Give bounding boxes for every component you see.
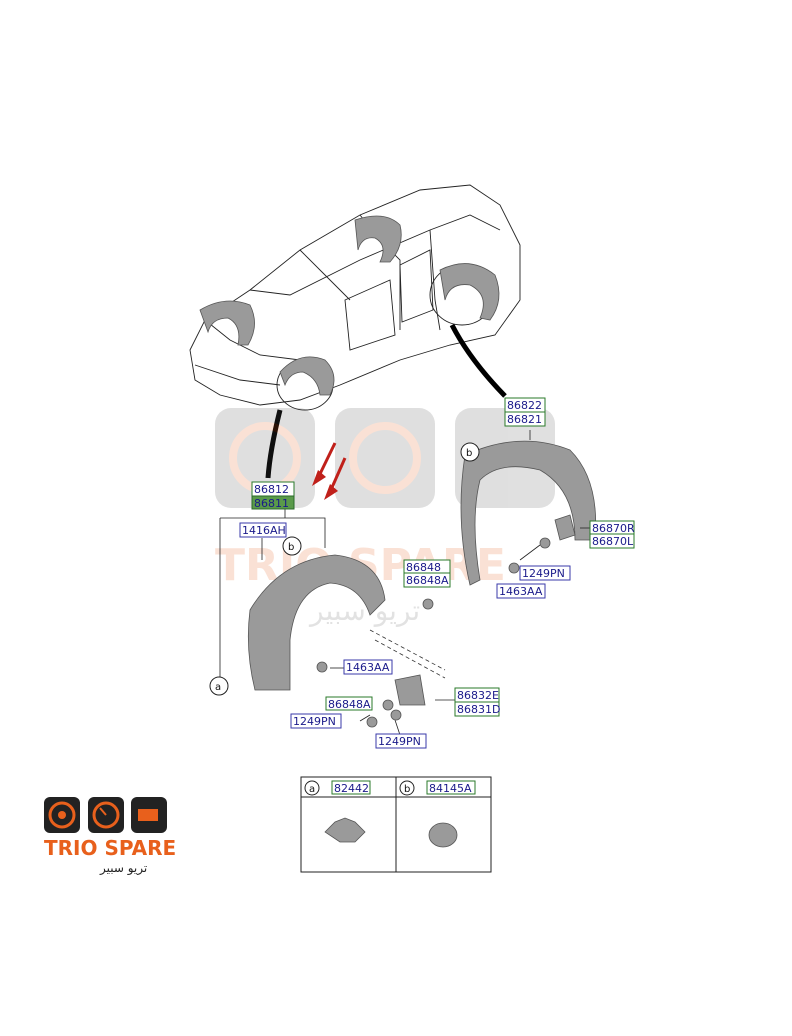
label-text: 1249PN	[522, 567, 565, 580]
label-text: 86832E	[457, 689, 499, 702]
label-text: 86811	[254, 497, 289, 510]
callout-a-text: a	[215, 682, 221, 693]
front-wheel-liner	[247, 554, 426, 706]
label-text: 86812	[254, 483, 289, 496]
label-1463AA-front[interactable]: 1463AA	[343, 659, 393, 675]
logo-text-ar: تريو سبير	[99, 861, 147, 876]
legend-b[interactable]: b 84145A	[399, 780, 476, 796]
legend-table: a 82442 b 84145A	[300, 776, 492, 873]
rear-wheel-liner	[460, 440, 597, 586]
highlight-arrows	[312, 442, 347, 500]
label-86870R[interactable]: 86870R	[589, 520, 635, 535]
label-text: 1416AH	[242, 524, 286, 537]
legend-a-code: 82442	[334, 782, 369, 795]
callout-b-text: b	[288, 542, 294, 553]
leader-rear	[449, 323, 507, 398]
trio-spare-logo: TRIO SPARE تريو سبير	[44, 797, 176, 876]
label-86848[interactable]: 86848	[403, 559, 451, 574]
label-text: 86870L	[592, 535, 634, 548]
label-text: 86821	[507, 413, 542, 426]
legend-a-circle: a	[309, 784, 315, 795]
label-86811[interactable]: 86811	[251, 495, 295, 510]
legend-b-code: 84145A	[429, 782, 472, 795]
callout-b-text: b	[466, 448, 472, 459]
callout-b-top: b	[460, 442, 480, 462]
label-1249PN-rear[interactable]: 1249PN	[519, 565, 571, 581]
logo-text: TRIO SPARE	[44, 836, 176, 860]
label-text: 86822	[507, 399, 542, 412]
label-86848A-bottom[interactable]: 86848A	[325, 696, 373, 711]
label-86822[interactable]: 86822	[504, 397, 546, 413]
label-text: 86848	[406, 561, 441, 574]
label-1416AH[interactable]: 1416AH	[239, 522, 287, 538]
label-text: 86848A	[406, 574, 449, 587]
label-86848A-top[interactable]: 86848A	[403, 572, 451, 588]
label-86870L[interactable]: 86870L	[589, 533, 635, 549]
label-86831D[interactable]: 86831D	[454, 701, 500, 717]
clip-82442-image	[324, 817, 366, 843]
label-text: 86831D	[457, 703, 500, 716]
label-1249PN-left[interactable]: 1249PN	[290, 713, 342, 729]
callout-a-front: a	[209, 676, 229, 696]
fasteners	[316, 537, 551, 728]
label-1249PN-bottom[interactable]: 1249PN	[375, 733, 427, 749]
label-text: 1463AA	[499, 585, 543, 598]
label-1463AA-rear[interactable]: 1463AA	[496, 583, 546, 599]
label-86832E[interactable]: 86832E	[454, 687, 500, 703]
car-outline	[189, 184, 521, 411]
callout-b-front: b	[282, 536, 302, 556]
thin-leaders	[219, 430, 590, 736]
leader-front	[265, 409, 283, 479]
label-text: 86870R	[592, 522, 635, 535]
label-text: 1463AA	[346, 661, 390, 674]
label-text: 1249PN	[293, 715, 336, 728]
label-text: 86848A	[328, 698, 371, 711]
label-86821[interactable]: 86821	[504, 411, 546, 427]
legend-b-circle: b	[404, 784, 410, 795]
clip-84145A-image	[428, 822, 458, 848]
label-text: 1249PN	[378, 735, 421, 748]
legend-a[interactable]: a 82442	[304, 780, 371, 796]
label-86812[interactable]: 86812	[251, 481, 295, 497]
